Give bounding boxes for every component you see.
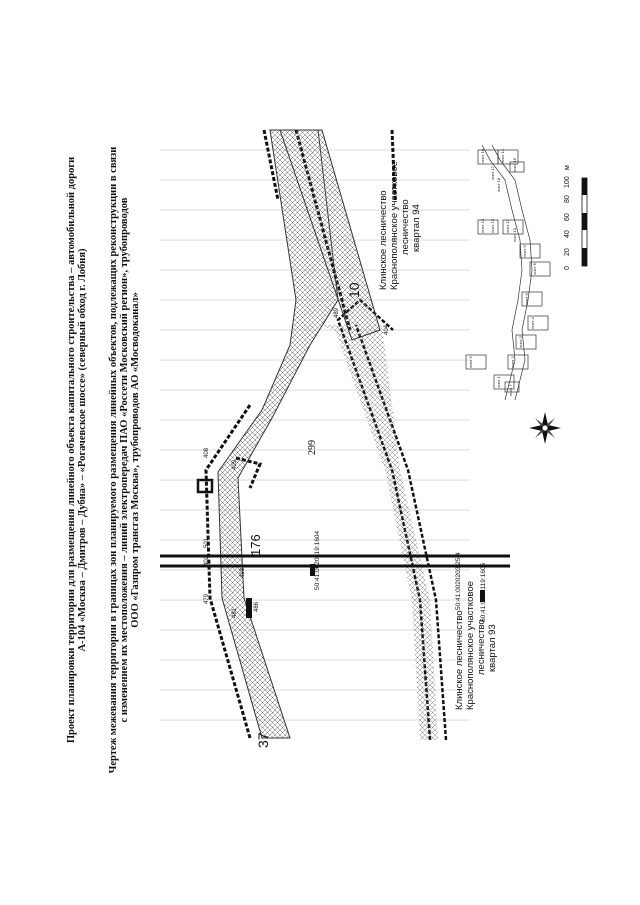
point-label: 408	[204, 447, 210, 458]
scale-tick-label: 40	[564, 230, 571, 238]
inset-sheet-label: лист 14	[500, 149, 505, 163]
forest-label-q93: Клинское лесничество Краснополянское уча…	[454, 581, 498, 710]
point-label: 493	[240, 567, 246, 578]
scale-unit-label: м	[564, 165, 571, 170]
inset-sheet-label: лист 3	[518, 336, 523, 348]
structure-marker-1	[196, 478, 214, 494]
inset-sheet-label: лист 5	[468, 356, 473, 368]
segment-10-zone	[279, 129, 381, 341]
utility-band-fill	[320, 325, 438, 740]
point-label: 479	[204, 593, 210, 604]
forest-label-line: Клинское лесничество	[378, 190, 389, 290]
segment-label-37: 37	[255, 732, 271, 748]
inset-sheet-label: лист 10	[512, 228, 517, 242]
forest-label-q94: Клинское лесничество Краснополянское уча…	[378, 161, 422, 290]
cadastral-number-1: 50:41:0020119:1604	[314, 530, 321, 590]
inset-sheet-label: лист 8	[532, 263, 537, 275]
utility-marker-3	[246, 598, 252, 618]
forest-label-line: Клинское лесничество	[454, 610, 465, 710]
inset-sheet-label: лист 17	[490, 166, 495, 180]
forest-label-line: Краснополянское участковое	[389, 161, 400, 290]
inset-sheet-label: лист 2	[510, 356, 515, 368]
inset-sheet-label: лист 12	[490, 219, 495, 233]
point-label: 489	[334, 307, 340, 318]
point-label: 486	[254, 601, 260, 612]
point-label: 404	[384, 324, 390, 335]
inset-sheet-label: лист 1	[496, 376, 501, 388]
inset-sheet-label: лист 18	[496, 178, 501, 192]
scale-tick-label: 60	[564, 213, 571, 221]
inset-sheet-label: лист 4	[530, 317, 535, 329]
segment-label-176: 176	[248, 534, 263, 556]
forest-label-line: лесничество	[476, 619, 487, 675]
inset-sheet-label: лист 6	[524, 293, 529, 305]
structure-marker-2	[235, 456, 263, 489]
forest-label-line: Краснополянское участковое	[465, 581, 476, 710]
point-label: 501	[204, 537, 210, 548]
inset-sheet-label: лист 13	[480, 219, 485, 233]
inset-sheet-label: лист 16	[480, 149, 485, 163]
inset-sheet-label: лист 15	[512, 158, 517, 172]
point-label: 409	[232, 459, 238, 470]
utility-marker-1	[310, 564, 315, 576]
scale-tick-label: 0	[564, 266, 571, 270]
forest-label-line: квартал 94	[411, 204, 422, 252]
inset-key-map	[465, 144, 551, 401]
point-label: 402	[204, 555, 210, 566]
compass-rose-icon	[529, 412, 561, 444]
inset-sheet-label: лист 7	[508, 384, 513, 396]
forest-label-line: квартал 93	[487, 624, 498, 672]
inset-sheet-label: лист 9	[522, 245, 527, 257]
segment-label-10: 10	[346, 282, 362, 298]
scale-tick-label: 100	[564, 176, 571, 188]
power-line	[160, 554, 510, 568]
scale-bar	[581, 177, 588, 267]
scale-tick-label: 80	[564, 195, 571, 203]
inset-sheet-label: лист 11	[505, 219, 510, 233]
utility-marker-2	[480, 590, 485, 602]
scale-tick-label: 20	[564, 248, 571, 256]
point-label: 481	[232, 607, 238, 618]
forest-label-line: лесничество	[400, 199, 411, 255]
